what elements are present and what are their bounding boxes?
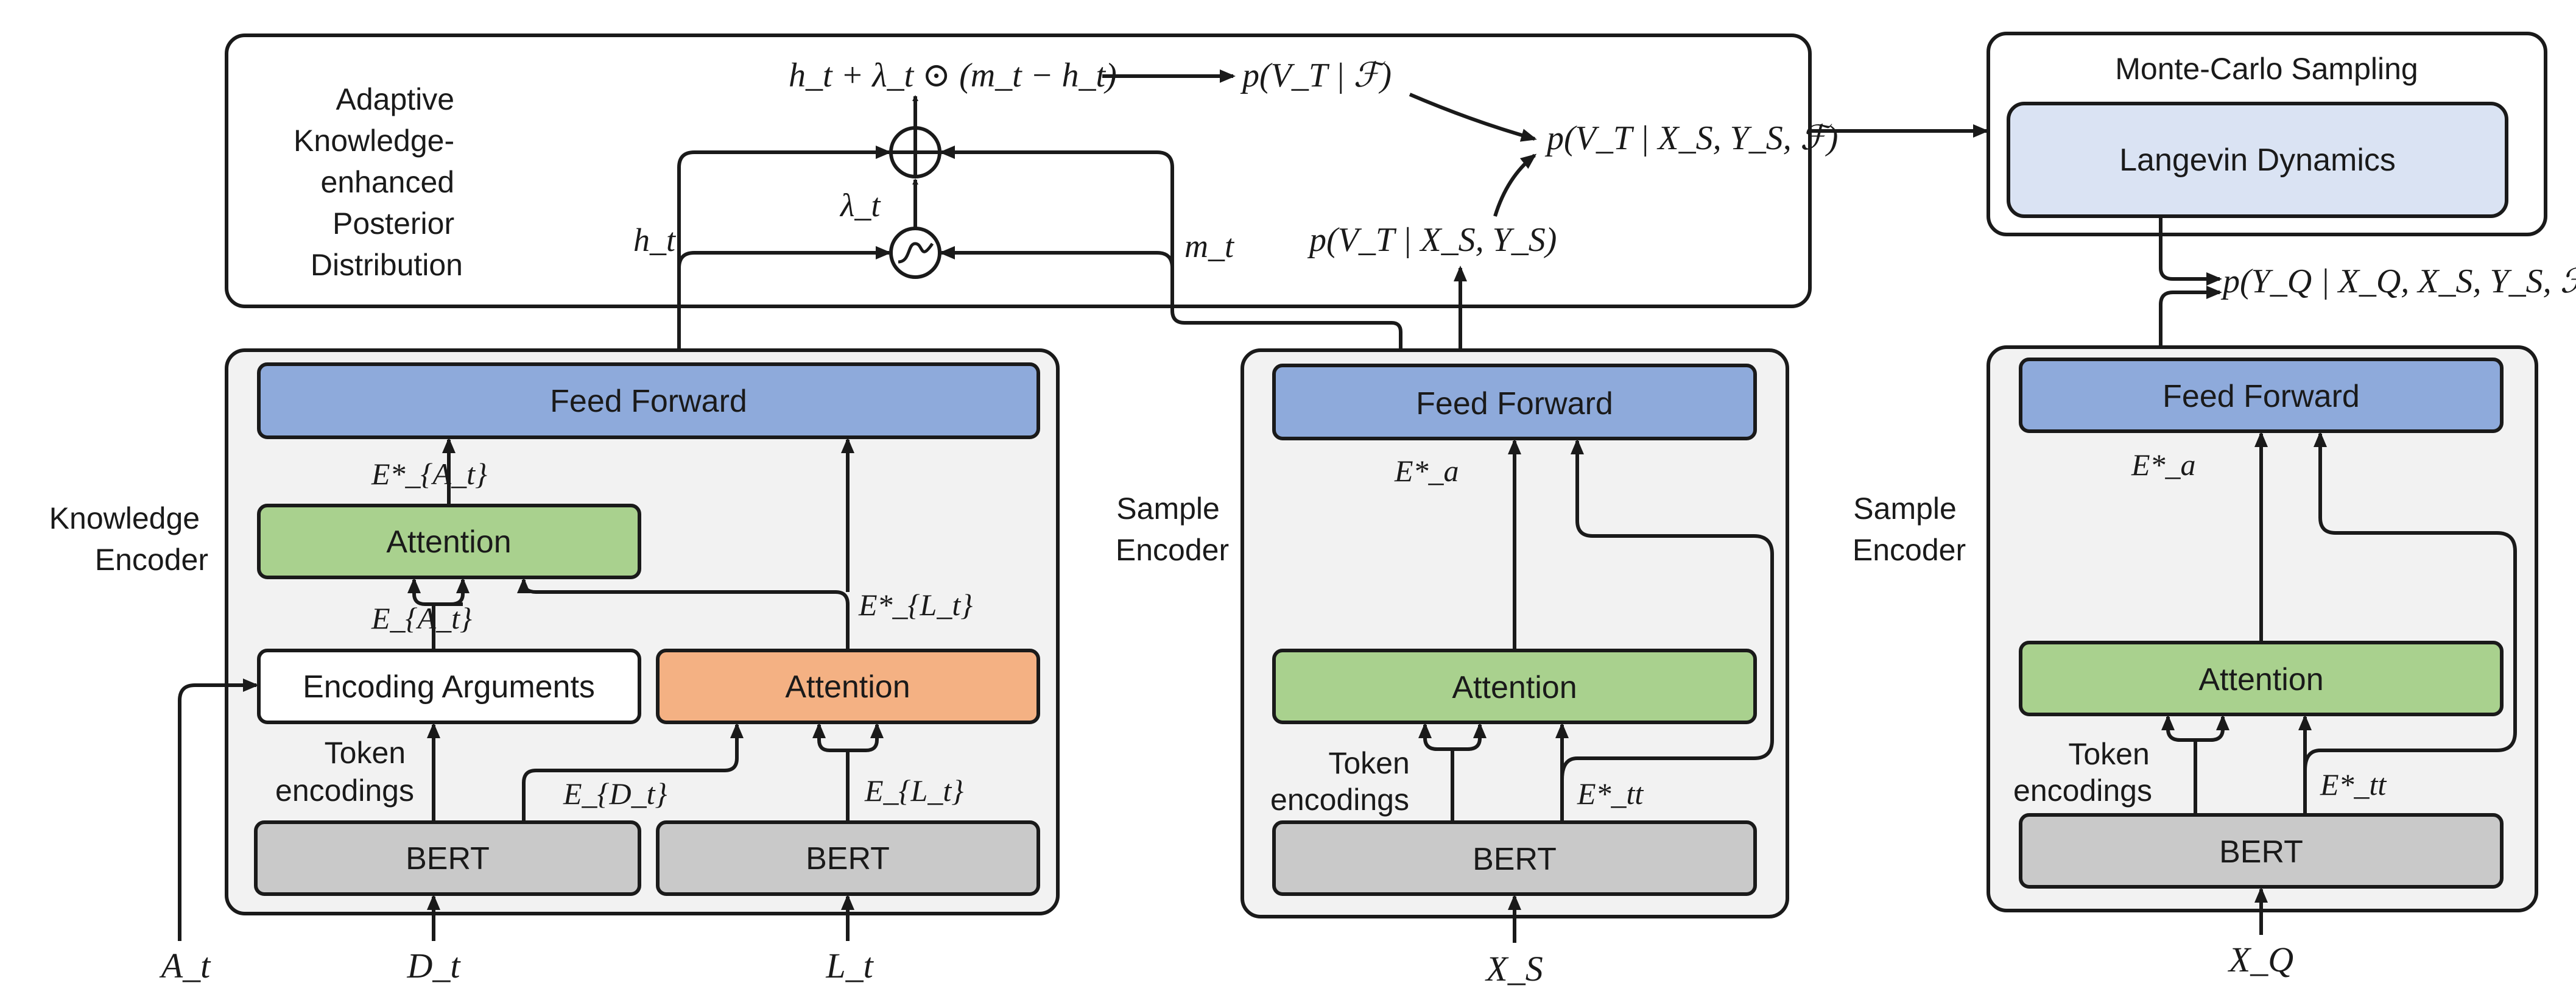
ke-input-l: L_t (825, 946, 874, 985)
arrow-langevin-to-output (2159, 216, 2222, 286)
query-e-a-star: E*_a (2131, 448, 2196, 482)
sigmoid-gate-icon (889, 227, 941, 279)
h-label: h_t (633, 222, 677, 258)
ke-feed-forward-box (257, 362, 1040, 439)
circled-plus-icon (889, 126, 941, 178)
ke-e-lt: E_{L_t} (864, 774, 963, 808)
ke-attention-a-label: Attention (386, 524, 511, 560)
monte-carlo-title: Monte-Carlo Sampling (2115, 52, 2418, 86)
ke-input-a: A_t (159, 946, 211, 985)
ke-encoding-arguments-box (257, 649, 641, 724)
arrow-query-ett-to-ff (2303, 431, 2517, 771)
query-input: X_Q (2228, 940, 2293, 979)
arrow-support-token-fork-right (1452, 722, 1487, 751)
query-token-encodings-label: Token encodings (2013, 737, 2158, 808)
ke-e-dt: E_{D_t} (563, 777, 667, 811)
query-e-tt-star: E*_tt (2320, 767, 2387, 802)
arrow-lt-fork-left (812, 722, 850, 822)
prior-distribution: p(V_T | ℱ) (1240, 57, 1392, 94)
m-label: m_t (1184, 228, 1235, 264)
support-token-encodings-label: Token encodings (1270, 746, 1418, 817)
query-prediction: p(Y_Q | X_Q, X_S, Y_S, ℱ) (2220, 263, 2576, 300)
arrow-lt-star-to-attn-a (517, 577, 850, 650)
support-bert-label: BERT (1473, 842, 1557, 877)
ke-bert-left-box (254, 820, 641, 896)
ke-encoding-arguments-label: Encoding Arguments (303, 669, 595, 705)
support-attention-label: Attention (1452, 670, 1577, 705)
arrow-h-to-sigmoid (677, 246, 892, 317)
arrow-m-to-sigmoid (939, 246, 1174, 269)
query-attention-label: Attention (2198, 662, 2323, 697)
ke-feed-forward-label: Feed Forward (550, 384, 747, 419)
arrow-support-ett-to-ff (1560, 439, 1774, 780)
ke-attention-l-label: Attention (785, 669, 910, 705)
arrow-dt-to-attn-l (522, 722, 744, 822)
ke-token-encodings-label: Token encodings (275, 736, 414, 808)
arrow-m-to-plus (939, 146, 1402, 350)
arrow-query-token-fork-right (2195, 714, 2229, 742)
knowledge-encoder-label: Knowledge Encoder (49, 501, 208, 577)
arrow-at-input (178, 678, 259, 941)
posterior-panel (225, 33, 1812, 308)
arrow-enc-args-fork-right (434, 577, 470, 606)
support-e-tt-star: E*_tt (1577, 777, 1644, 811)
ke-e-at-star: E*_{A_t} (371, 457, 487, 491)
query-encoder-label: Sample Encoder (1853, 492, 1966, 567)
arrow-query-token-fork-left (2161, 714, 2195, 742)
posterior-title: Adaptive Knowledge- enhanced Posterior D… (294, 82, 463, 282)
combined-posterior: p(V_T | X_S, Y_S, ℱ) (1544, 119, 1838, 157)
update-formula: h_t + λ_t ⊙ (m_t − h_t) (789, 57, 1117, 94)
support-feed-forward-label: Feed Forward (1416, 386, 1613, 421)
ke-input-d: D_t (407, 946, 462, 985)
support-input: X_S (1485, 949, 1543, 989)
arrow-prior-to-combined (1409, 93, 1537, 142)
langevin-dynamics-box (2007, 102, 2508, 218)
ke-bert-right-label: BERT (806, 841, 890, 876)
sample-posterior: p(V_T | X_S, Y_S) (1307, 221, 1557, 259)
arrow-sample-to-combined (1493, 153, 1537, 217)
support-e-a-star: E*_a (1394, 454, 1459, 488)
arrow-h-to-plus (677, 146, 892, 350)
ke-bert-left-label: BERT (406, 841, 490, 876)
query-feed-forward-label: Feed Forward (2163, 379, 2360, 414)
arrow-query-ff-to-output (2159, 286, 2222, 358)
support-encoder-label: Sample Encoder (1116, 492, 1229, 567)
lambda-label: λ_t (839, 187, 881, 224)
langevin-dynamics-label: Langevin Dynamics (2119, 143, 2396, 178)
arrow-enc-args-fork-left (407, 577, 434, 606)
query-bert-label: BERT (2219, 834, 2303, 870)
ke-e-at: E_{A_t} (371, 601, 472, 635)
arrow-support-token-fork-left (1418, 722, 1452, 751)
ke-e-lt-star: E*_{L_t} (858, 588, 973, 622)
arrow-lt-fork-right (848, 722, 884, 752)
